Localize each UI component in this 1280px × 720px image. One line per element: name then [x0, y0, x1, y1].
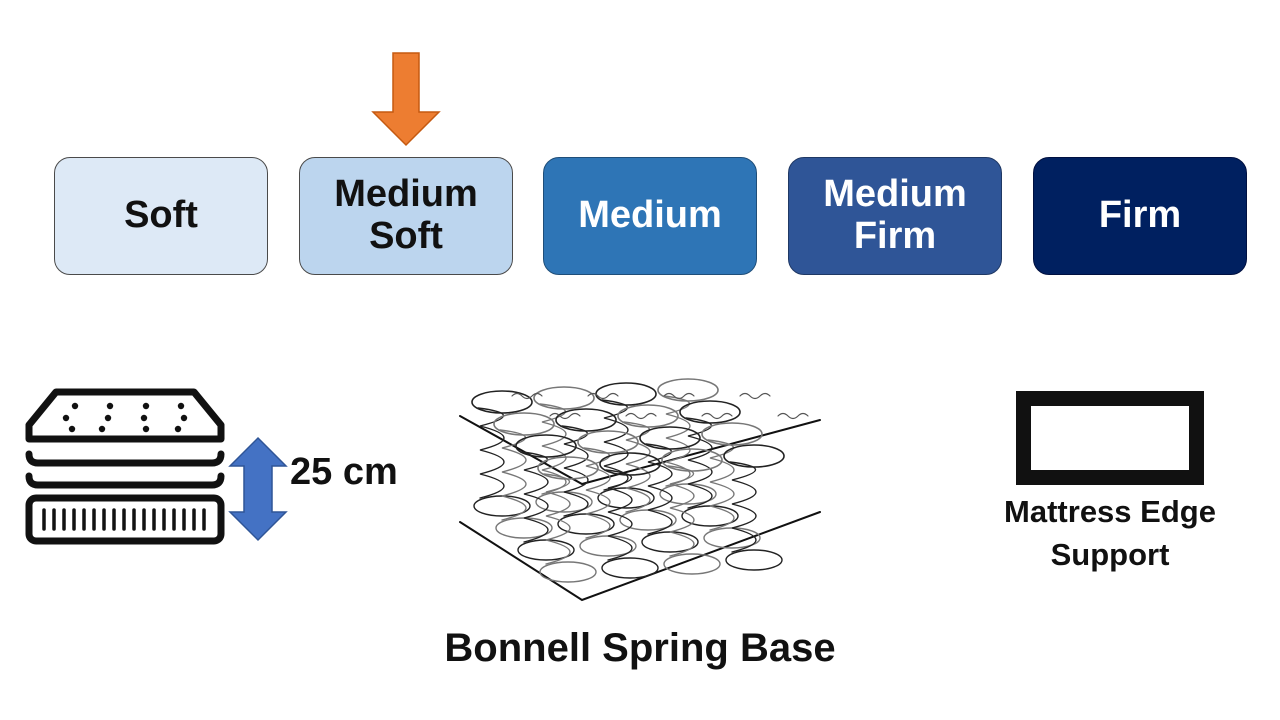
firmness-medium-firm: Medium Firm [788, 157, 1002, 275]
firmness-medium-soft-label: Medium Soft [334, 173, 478, 257]
height-arrow-icon [228, 436, 288, 542]
bonnell-spring-base-label: Bonnell Spring Base [444, 626, 836, 670]
firmness-firm-label: Firm [1098, 194, 1182, 237]
mattress-height-label: 25 cm [290, 451, 398, 493]
bonnell-spring-icon [459, 378, 821, 602]
firmness-soft-label: Soft [124, 194, 198, 237]
firmness-medium-label: Medium [578, 194, 722, 237]
edge-support-label: Mattress Edge Support [1004, 494, 1216, 573]
firmness-medium: Medium [543, 157, 757, 275]
edge-support-icon [1016, 391, 1204, 485]
firmness-medium-soft: Medium Soft [299, 157, 513, 275]
firmness-firm: Firm [1033, 157, 1247, 275]
selection-arrow-icon [371, 52, 441, 147]
firmness-soft: Soft [54, 157, 268, 275]
firmness-medium-firm-label: Medium Firm [823, 173, 967, 257]
mattress-layers-icon [25, 388, 225, 545]
